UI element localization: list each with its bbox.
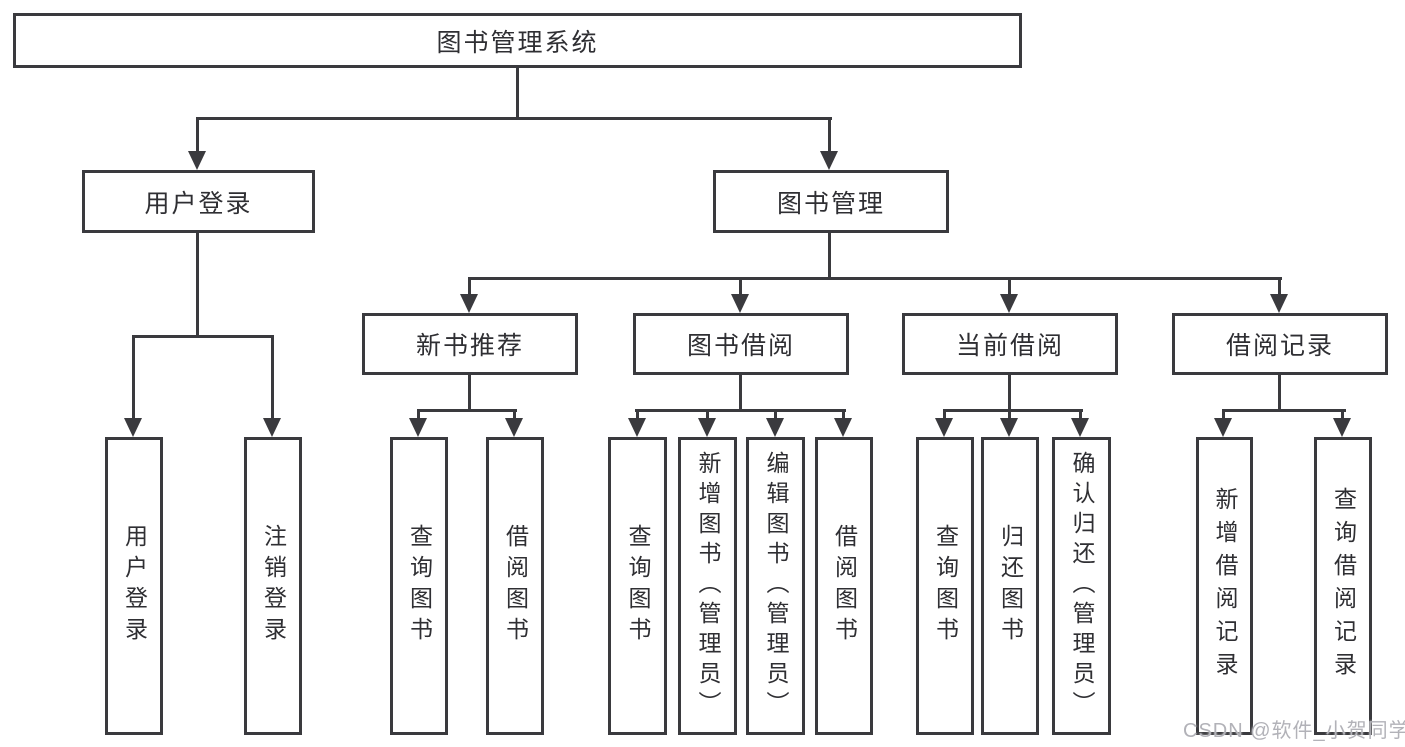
connector-line bbox=[1008, 410, 1011, 419]
connector-line bbox=[132, 335, 135, 420]
connector-line bbox=[132, 335, 274, 338]
arrowhead-down bbox=[460, 294, 478, 313]
connector-line bbox=[774, 410, 777, 419]
connector-line bbox=[1008, 375, 1011, 412]
connector-line bbox=[1341, 410, 1344, 419]
leaf-query-books-current: 查询图书 bbox=[916, 437, 974, 735]
connector-line bbox=[1278, 277, 1281, 297]
connector-line bbox=[468, 277, 1282, 280]
connector-line bbox=[468, 277, 471, 297]
connector-line bbox=[842, 410, 845, 419]
leaf-query-borrow-record: 查询借阅记录 bbox=[1314, 437, 1372, 735]
leaf-add-borrow-record: 新增借阅记录 bbox=[1196, 437, 1253, 735]
connector-line bbox=[1278, 375, 1281, 412]
leaf-query-books-newrec: 查询图书 bbox=[390, 437, 448, 735]
node-borrowing-records: 借阅记录 bbox=[1172, 313, 1388, 375]
arrowhead-down bbox=[263, 418, 281, 437]
node-book-borrowing: 图书借阅 bbox=[633, 313, 849, 375]
arrowhead-down bbox=[1333, 418, 1351, 437]
connector-line bbox=[196, 233, 199, 337]
watermark-text: CSDN @软件_小贺同学 bbox=[1183, 720, 1405, 742]
connector-line bbox=[468, 375, 471, 412]
node-user-login: 用户登录 bbox=[82, 170, 315, 233]
arrowhead-down bbox=[628, 418, 646, 437]
connector-line bbox=[417, 409, 517, 412]
node-book-management: 图书管理 bbox=[713, 170, 949, 233]
connector-line bbox=[1222, 410, 1225, 419]
connector-line bbox=[196, 117, 832, 120]
arrowhead-down bbox=[505, 418, 523, 437]
leaf-confirm-return-admin: 确认归还（管理员） bbox=[1052, 437, 1111, 735]
leaf-edit-books-admin: 编辑图书（管理员） bbox=[746, 437, 805, 735]
connector-line bbox=[196, 117, 199, 157]
node-current-borrowing: 当前借阅 bbox=[902, 313, 1118, 375]
connector-line bbox=[706, 410, 709, 419]
leaf-user-login: 用户登录 bbox=[105, 437, 163, 735]
leaf-borrow-books-borrowing: 借阅图书 bbox=[815, 437, 873, 735]
arrowhead-down bbox=[1000, 294, 1018, 313]
connector-line bbox=[828, 117, 831, 157]
connector-line bbox=[943, 409, 1083, 412]
connector-line bbox=[635, 409, 846, 412]
arrowhead-down bbox=[766, 418, 784, 437]
arrowhead-down bbox=[1270, 294, 1288, 313]
connector-line bbox=[513, 410, 516, 419]
arrowhead-down bbox=[820, 151, 838, 170]
arrowhead-down bbox=[409, 418, 427, 437]
leaf-query-books-borrowing: 查询图书 bbox=[608, 437, 667, 735]
leaf-logout: 注销登录 bbox=[244, 437, 302, 735]
leaf-add-books-admin: 新增图书（管理员） bbox=[678, 437, 737, 735]
connector-line bbox=[943, 410, 946, 419]
connector-line bbox=[271, 335, 274, 420]
connector-line bbox=[739, 375, 742, 412]
arrowhead-down bbox=[1071, 418, 1089, 437]
arrowhead-down bbox=[834, 418, 852, 437]
node-new-book-recommend: 新书推荐 bbox=[362, 313, 578, 375]
arrowhead-down bbox=[1214, 418, 1232, 437]
connector-line bbox=[417, 410, 420, 419]
connector-line bbox=[636, 410, 639, 419]
connector-line bbox=[1222, 409, 1346, 412]
leaf-borrow-books-newrec: 借阅图书 bbox=[486, 437, 544, 735]
arrowhead-down bbox=[188, 151, 206, 170]
connector-line bbox=[1008, 277, 1011, 297]
connector-line bbox=[516, 68, 519, 119]
arrowhead-down bbox=[1000, 418, 1018, 437]
connector-line bbox=[1079, 410, 1082, 419]
connector-line bbox=[739, 277, 742, 297]
arrowhead-down bbox=[935, 418, 953, 437]
node-library-management-system: 图书管理系统 bbox=[13, 13, 1022, 68]
arrowhead-down bbox=[731, 294, 749, 313]
leaf-return-books: 归还图书 bbox=[981, 437, 1039, 735]
arrowhead-down bbox=[698, 418, 716, 437]
arrowhead-down bbox=[124, 418, 142, 437]
connector-line bbox=[828, 233, 831, 279]
